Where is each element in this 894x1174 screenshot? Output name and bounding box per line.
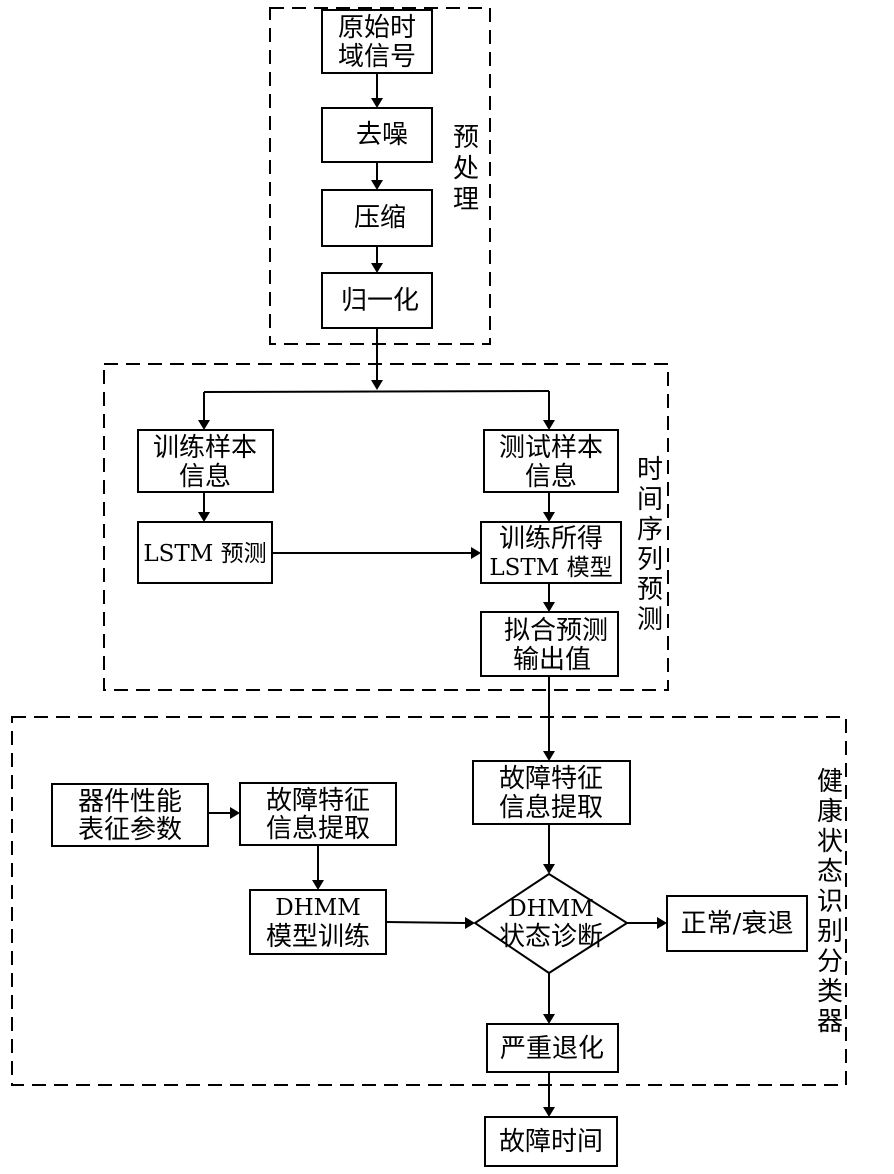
node-train-samples: 训练样本 信息 [137,429,274,493]
node-fit-output: 拟合预测 输出值 [480,611,619,677]
svg-text:测: 测 [637,605,663,635]
svg-text:域信号: 域信号 [338,42,416,72]
group-health-classifier [11,716,847,1086]
svg-text:输出值: 输出值 [513,645,591,675]
svg-text:训练样本: 训练样本 [153,433,257,463]
group-label-health: 健 康 状 态 识 别 分 类 器 [817,767,843,1037]
svg-text:去噪: 去噪 [356,120,408,150]
svg-text:别: 别 [817,917,843,947]
svg-text:康: 康 [817,797,843,827]
svg-text:归一化: 归一化 [341,286,419,316]
svg-text:理: 理 [453,185,479,215]
svg-text:压缩: 压缩 [354,203,406,233]
svg-text:类: 类 [817,977,843,1007]
svg-text:器件性能: 器件性能 [78,787,182,817]
svg-text:序: 序 [637,515,663,545]
svg-text:态: 态 [817,857,843,887]
svg-text:列: 列 [637,545,663,575]
group-label-timeseries: 时 间 序 列 预 测 [637,455,663,635]
svg-text:故障特征: 故障特征 [266,786,370,816]
svg-text:分: 分 [817,947,843,977]
svg-text:严重退化: 严重退化 [500,1034,604,1064]
svg-text:信息: 信息 [179,462,231,492]
svg-text:模型训练: 模型训练 [266,922,370,952]
svg-text:表征参数: 表征参数 [78,815,182,845]
svg-text:器: 器 [817,1007,843,1037]
node-fault-extract-left: 故障特征 信息提取 [239,782,397,846]
node-lstm-predict: LSTM 预测 [137,521,273,584]
group-timeseries [103,363,669,691]
group-preprocess [269,7,491,345]
svg-text:信息提取: 信息提取 [499,793,603,823]
group-label-preprocess: 预 处 理 [453,123,479,215]
node-fault-extract-right: 故障特征 信息提取 [472,760,631,825]
node-device-params: 器件性能 表征参数 [51,783,209,847]
node-normal-decline: 正常/衰退 [666,895,808,952]
node-denoise: 去噪 [321,107,433,163]
node-normalize: 归一化 [321,272,433,329]
svg-text:健: 健 [817,767,843,797]
svg-text:正常/衰退: 正常/衰退 [681,909,794,939]
svg-text:时: 时 [637,455,663,485]
svg-text:处: 处 [453,154,479,184]
svg-text:LSTM 模型: LSTM 模型 [489,555,612,581]
node-dhmm-diagnosis: DHMM 状态诊断 [473,872,629,975]
svg-text:DHMM: DHMM [275,895,361,921]
svg-text:故障时间: 故障时间 [499,1127,603,1157]
connectors [198,73,667,1117]
node-severe-degradation: 严重退化 [486,1023,619,1073]
svg-text:DHMM: DHMM [508,896,594,922]
node-dhmm-train: DHMM 模型训练 [249,889,387,955]
svg-text:故障特征: 故障特征 [499,764,603,794]
node-compress: 压缩 [321,189,433,247]
svg-text:状: 状 [817,827,843,857]
svg-text:预: 预 [637,575,663,605]
svg-text:信息提取: 信息提取 [266,814,370,844]
svg-text:原始时: 原始时 [338,13,416,43]
svg-text:间: 间 [637,485,663,515]
svg-text:识: 识 [817,887,843,917]
node-trained-model: 训练所得 LSTM 模型 [480,521,622,584]
svg-text:信息: 信息 [525,462,577,492]
svg-text:LSTM 预测: LSTM 预测 [143,541,266,567]
svg-text:训练所得: 训练所得 [499,524,603,554]
svg-text:拟合预测: 拟合预测 [504,616,608,646]
node-test-samples: 测试样本 信息 [483,429,619,493]
node-fault-time: 故障时间 [484,1116,618,1167]
svg-text:测试样本: 测试样本 [499,433,603,463]
svg-text:预: 预 [453,123,479,153]
node-raw-signal: 原始时 域信号 [321,9,433,74]
svg-text:状态诊断: 状态诊断 [499,922,603,952]
